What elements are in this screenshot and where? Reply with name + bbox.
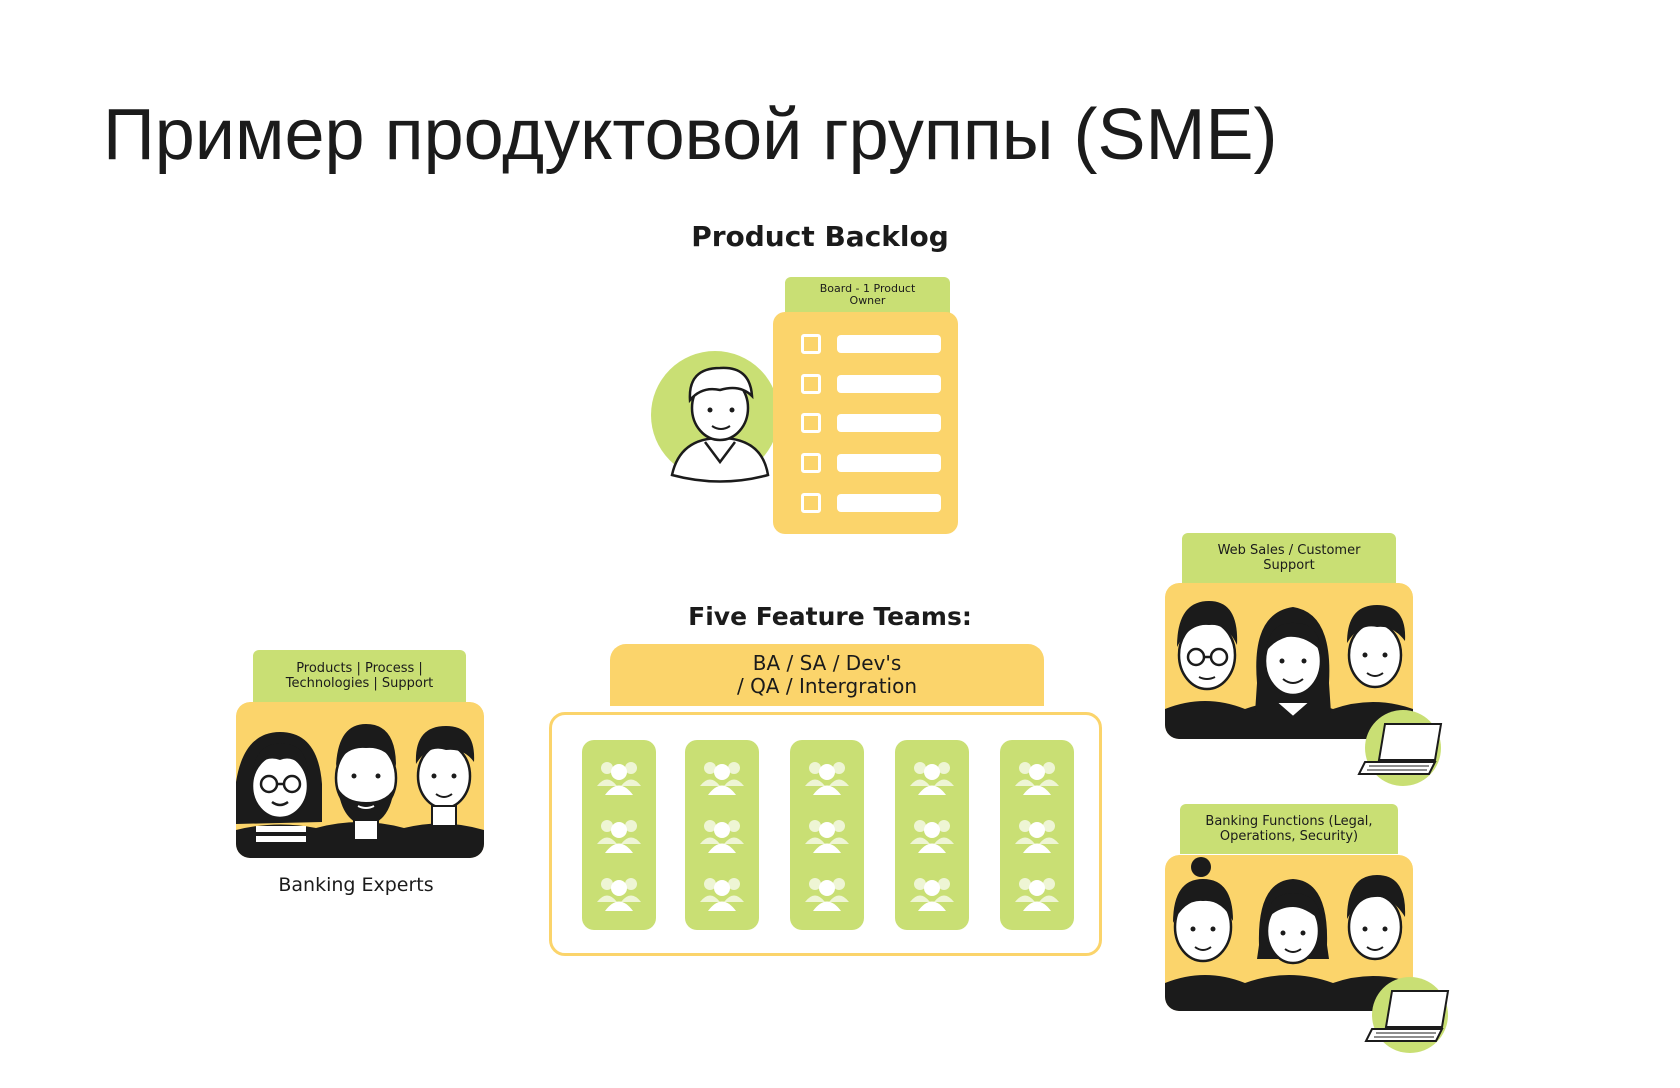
- web-sales-tab: Web Sales / Customer Support: [1182, 533, 1396, 583]
- backlog-item: [801, 334, 961, 354]
- backlog-item: [801, 413, 961, 433]
- feature-team-5: [1000, 740, 1074, 930]
- feature-team-1: [582, 740, 656, 930]
- team-icon: [804, 758, 850, 796]
- banking-experts-tab-line-2: Technologies | Support: [285, 676, 434, 691]
- banking-experts-illustration: [236, 702, 484, 858]
- team-icon: [699, 874, 745, 912]
- laptop-icon: [1362, 975, 1458, 1055]
- banking-experts-tab-line-1: Products | Process |: [296, 661, 423, 676]
- team-icon: [909, 874, 955, 912]
- banking-functions-tab-line-1: Banking Functions (Legal,: [1205, 814, 1373, 829]
- team-icon: [1014, 758, 1060, 796]
- web-sales-tab-line-2: Support: [1263, 558, 1315, 573]
- roles-line-2: / QA / Intergration: [736, 674, 918, 698]
- product-owner-avatar: [650, 350, 790, 490]
- team-icon: [699, 758, 745, 796]
- backlog-item: [801, 493, 961, 513]
- backlog-board: [773, 312, 958, 534]
- checkbox-icon: [801, 413, 821, 433]
- feature-teams-heading: Five Feature Teams:: [688, 602, 972, 631]
- feature-team-3: [790, 740, 864, 930]
- product-backlog-heading: Product Backlog: [691, 220, 949, 253]
- backlog-item: [801, 453, 961, 473]
- checkbox-icon: [801, 334, 821, 354]
- checkbox-icon: [801, 493, 821, 513]
- banking-experts-tab: Products | Process | Technologies | Supp…: [253, 650, 466, 702]
- team-icon: [596, 874, 642, 912]
- team-icon: [596, 816, 642, 854]
- web-sales-tab-line-1: Web Sales / Customer: [1217, 543, 1361, 558]
- roles-line-1: BA / SA / Dev's: [752, 651, 902, 675]
- board-tab: Board - 1 Product Owner: [785, 277, 950, 313]
- team-icon: [804, 816, 850, 854]
- slide-title: Пример продуктовой группы (SME): [103, 95, 1278, 175]
- team-icon: [1014, 816, 1060, 854]
- roles-tab: BA / SA / Dev's / QA / Intergration: [610, 644, 1044, 706]
- team-icon: [699, 816, 745, 854]
- laptop-icon: [1355, 708, 1451, 788]
- team-icon: [909, 758, 955, 796]
- web-sales-illustration: [1165, 583, 1413, 739]
- board-tab-label: Board - 1 Product Owner: [819, 282, 916, 307]
- feature-team-2: [685, 740, 759, 930]
- banking-functions-tab: Banking Functions (Legal, Operations, Se…: [1180, 804, 1398, 854]
- backlog-item: [801, 374, 961, 394]
- checkbox-icon: [801, 453, 821, 473]
- banking-functions-tab-line-2: Operations, Security): [1219, 829, 1359, 844]
- team-icon: [804, 874, 850, 912]
- feature-team-4: [895, 740, 969, 930]
- team-icon: [596, 758, 642, 796]
- banking-functions-illustration: [1165, 855, 1413, 1011]
- checkbox-icon: [801, 374, 821, 394]
- banking-experts-caption: Banking Experts: [278, 874, 434, 896]
- team-icon: [909, 816, 955, 854]
- team-icon: [1014, 874, 1060, 912]
- feature-teams-frame: [549, 712, 1102, 956]
